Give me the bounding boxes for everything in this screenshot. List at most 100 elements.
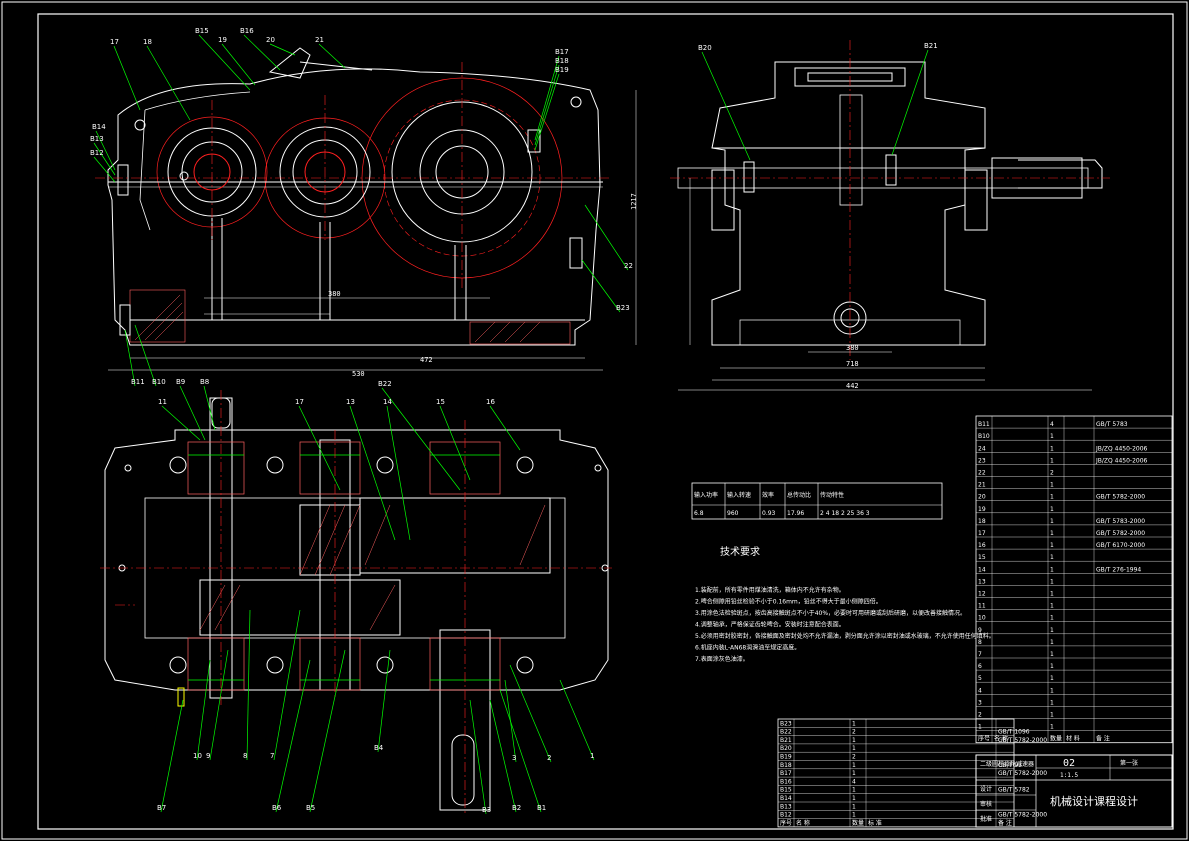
parts-cell: B11 — [978, 421, 990, 428]
part-label: 8 — [243, 752, 247, 760]
part-label: B6 — [272, 804, 282, 812]
leader-line — [386, 405, 411, 541]
leader-line — [246, 609, 251, 761]
parts-header-cell: 备 注 — [1096, 735, 1110, 743]
parts-cell: 1 — [1050, 506, 1054, 513]
parts-header-cell: 备 注 — [998, 819, 1012, 827]
parts-cell: 21 — [978, 482, 986, 489]
parts-cell: B16 — [780, 778, 792, 785]
leader-line — [209, 649, 229, 761]
leader-line — [559, 679, 595, 761]
part-label: B2 — [512, 804, 521, 812]
parts-cell: 1 — [1050, 603, 1054, 610]
leader-line — [581, 259, 621, 313]
part-label: 19 — [218, 36, 227, 44]
parts-cell: 1 — [852, 812, 856, 819]
performance-table — [691, 482, 943, 520]
parts-cell: 3 — [978, 699, 982, 706]
part-label: 20 — [266, 36, 275, 44]
dimension-label: 718 — [846, 360, 859, 368]
parts-cell: 4 — [978, 687, 982, 694]
leader-line — [221, 43, 256, 86]
parts-cell: GB/T 5783 — [1096, 421, 1128, 428]
perf-cell: 传动特性 — [820, 491, 844, 499]
parts-cell: B14 — [780, 795, 792, 802]
parts-cell: 1 — [852, 803, 856, 810]
leader-line — [124, 329, 136, 387]
parts-cell: 1 — [1050, 675, 1054, 682]
parts-cell: B19 — [780, 754, 792, 761]
parts-cell: 1 — [852, 795, 856, 802]
leader-line — [534, 64, 560, 146]
front-view — [95, 47, 637, 371]
parts-cell: 19 — [978, 506, 986, 513]
tech-requirement-item: 3.用涂色法检验斑点，按齿高接触斑点不小于40%，必要时可用研磨或刮后研磨，以便… — [695, 609, 966, 617]
leader-line — [93, 156, 116, 183]
title-scale: 1:1.5 — [1060, 772, 1078, 779]
inner-border — [37, 13, 1174, 830]
perf-cell: 总传动比 — [787, 491, 811, 499]
part-label: B13 — [90, 135, 104, 143]
part-label: B10 — [152, 378, 166, 386]
parts-cell: B20 — [780, 745, 792, 752]
parts-cell: B22 — [780, 729, 792, 736]
parts-cell: 1 — [1050, 457, 1054, 464]
perf-cell: 效率 — [762, 491, 774, 499]
parts-cell: GB/T 5782-2000 — [998, 770, 1047, 777]
leader-line — [584, 204, 629, 271]
part-label: B8 — [200, 378, 209, 386]
part-label: B15 — [195, 27, 209, 35]
perf-cell: 输入转速 — [727, 491, 751, 499]
part-label: B7 — [157, 804, 166, 812]
part-label: 3 — [512, 754, 516, 762]
part-label: 9 — [206, 752, 210, 760]
part-label: B22 — [378, 380, 392, 388]
part-label: B9 — [176, 378, 185, 386]
part-label: B20 — [698, 44, 712, 52]
parts-cell: 17 — [978, 530, 986, 537]
parts-cell: 13 — [978, 578, 986, 585]
parts-cell: 1 — [852, 770, 856, 777]
parts-cell: B18 — [780, 762, 792, 769]
part-label: B23 — [616, 304, 630, 312]
leader-line — [134, 324, 157, 387]
parts-header-cell: 名 称 — [994, 735, 1008, 743]
parts-cell: 1 — [1050, 615, 1054, 622]
parts-cell: 1 — [1050, 651, 1054, 658]
part-label: B17 — [555, 48, 569, 56]
perf-cell: 输入功率 — [694, 491, 718, 499]
part-label: B18 — [555, 57, 569, 65]
leader-line — [298, 405, 341, 491]
tech-requirements-title: 技术要求 — [720, 545, 760, 558]
dimension-label: 380 — [846, 344, 859, 352]
part-label: B16 — [240, 27, 254, 35]
parts-header-cell: 名 称 — [796, 819, 810, 827]
dimension-label: 442 — [846, 382, 859, 390]
parts-cell: JB/ZQ 4450-2006 — [1095, 445, 1148, 452]
perf-cell: 2 4 18 2 25 36 3 — [820, 510, 870, 517]
parts-table-frame — [975, 415, 1173, 744]
parts-cell: 1 — [1050, 494, 1054, 501]
parts-cell: GB/T 5782 — [998, 787, 1030, 794]
parts-cell: GB/T 93 — [998, 762, 1022, 769]
parts-cell: 4 — [1050, 421, 1054, 428]
parts-cell: 1 — [1050, 724, 1054, 731]
parts-cell: 18 — [978, 518, 986, 525]
parts-cell: 1 — [1050, 591, 1054, 598]
part-label: 17 — [110, 38, 119, 46]
leader-line — [499, 689, 542, 813]
top-view — [100, 390, 612, 815]
parts-cell: B17 — [780, 770, 792, 777]
leader-line — [269, 43, 296, 56]
parts-cell: 1 — [1050, 627, 1054, 634]
part-label: B4 — [374, 744, 384, 752]
parts-header-cell: 序号 — [780, 819, 792, 827]
parts-cell: 1 — [1050, 554, 1054, 561]
leader-line — [198, 34, 251, 91]
parts-header-cell: 标 准 — [868, 819, 882, 827]
leader-line — [275, 659, 311, 813]
part-label: 14 — [383, 398, 392, 406]
part-label: B5 — [306, 804, 315, 812]
